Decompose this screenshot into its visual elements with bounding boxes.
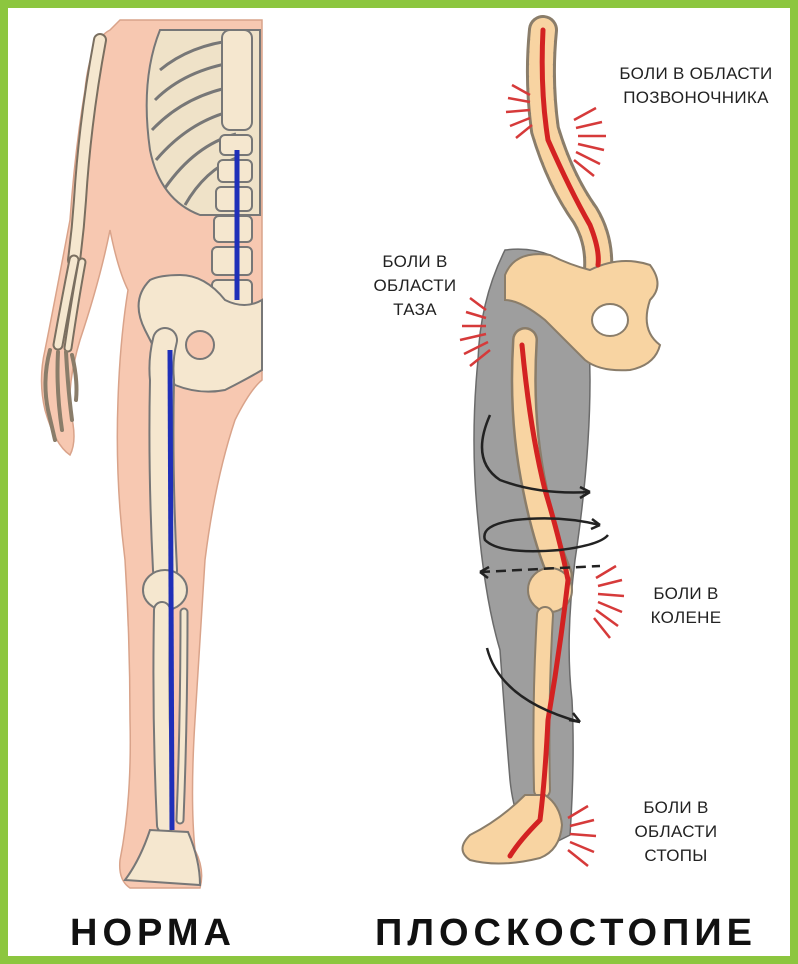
normal-figure [42,20,263,888]
normal-leg-axis [170,350,172,830]
caption-normal: НОРМА [70,912,236,955]
flatfoot-figure [460,30,660,866]
pain-label-spine: БОЛИ В ОБЛАСТИ ПОЗВОНОЧНИКА [598,62,794,110]
pain-label-foot: БОЛИ В ОБЛАСТИ СТОПЫ [626,796,726,868]
pain-marks-foot [568,806,596,866]
pain-marks-spine-right [574,108,606,176]
pain-label-knee: БОЛИ В КОЛЕНЕ [636,582,736,630]
pain-marks-knee [594,566,624,638]
flatfoot-spine [541,30,598,270]
caption-flatfoot: ПЛОСКОСТОПИЕ [375,912,757,955]
pain-label-pelvis: БОЛИ В ОБЛАСТИ ТАЗА [355,250,475,322]
